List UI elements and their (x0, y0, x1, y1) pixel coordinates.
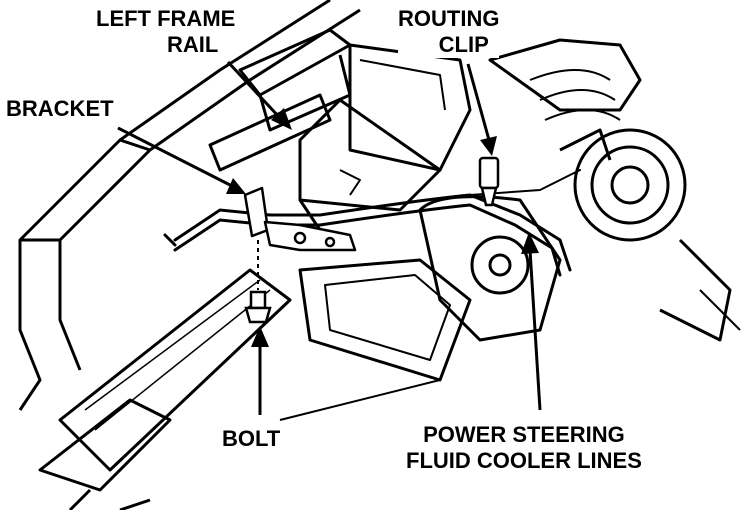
label-left-frame-rail-line1: LEFT FRAME (96, 6, 236, 31)
lower-frame-member-drawing (38, 268, 441, 510)
label-left-frame-rail: LEFT FRAME RAIL (96, 6, 236, 58)
label-cooler-lines-line2: FLUID COOLER LINES (406, 448, 642, 473)
bolt-drawing (244, 240, 272, 324)
label-routing-clip: ROUTING CLIP (398, 6, 500, 58)
label-cooler-lines-line1: POWER STEERING (423, 422, 625, 447)
label-routing-clip-line1: ROUTING (398, 6, 500, 31)
left-frame-rail-drawing (18, 0, 361, 411)
engine-block-drawing (298, 195, 562, 382)
routing-clip-drawing (478, 156, 500, 207)
label-left-frame-rail-line2: RAIL (167, 32, 219, 57)
strut-assembly-drawing (488, 38, 741, 342)
bracket-drawing (243, 186, 357, 252)
air-box-drawing (298, 43, 472, 231)
label-routing-clip-line2: CLIP (438, 32, 489, 57)
label-power-steering-fluid-cooler-lines: POWER STEERING FLUID COOLER LINES (406, 422, 642, 474)
cooler-lines-drawing (163, 169, 581, 277)
label-bracket: BRACKET (6, 96, 114, 122)
label-bolt: BOLT (222, 426, 281, 452)
leader-arrows (117, 60, 542, 415)
